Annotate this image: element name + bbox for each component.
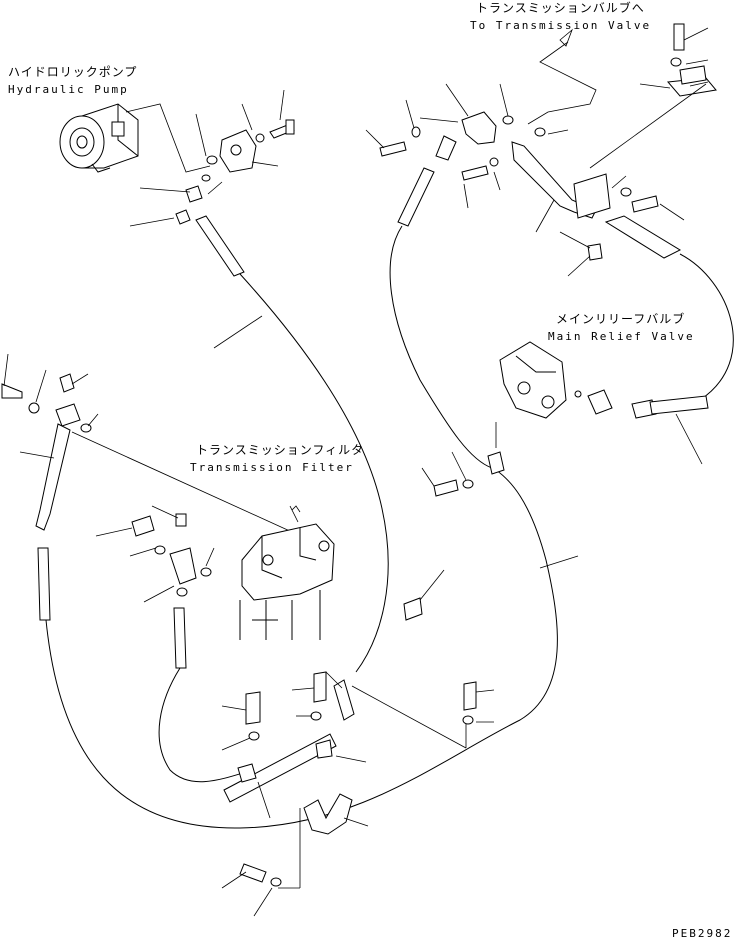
transmission-filter-label-jp: トランスミッションフィルタ	[196, 443, 365, 457]
main-relief-valve	[499, 341, 709, 419]
transmission-valve-fittings	[379, 111, 546, 161]
transmission-valve-label-jp: トランスミッションバルブへ	[476, 1, 645, 15]
hydraulic-pump	[59, 103, 139, 173]
hydraulic-pump-label-en: Hydraulic Pump	[8, 83, 129, 96]
drawing-code: PEB2982	[672, 927, 733, 940]
transmission-valve-label-en: To Transmission Valve	[470, 19, 652, 32]
main-relief-valve-label-jp: メインリリーフバルブ	[556, 312, 686, 326]
hydraulic-pump-label-jp: ハイドロリックポンプ	[8, 65, 138, 79]
pump-flange	[175, 119, 295, 225]
transmission-filter-label-en: Transmission Filter	[190, 461, 354, 474]
transmission-filter	[239, 523, 335, 640]
main-relief-valve-label-en: Main Relief Valve	[548, 330, 695, 343]
